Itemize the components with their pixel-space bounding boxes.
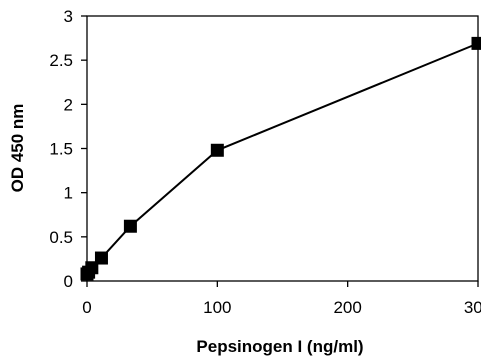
y-tick-label: 3 [64, 7, 73, 26]
y-axis-ticks: 0 0.5 1 1.5 2 2.5 3 [49, 7, 87, 291]
x-axis-title: Pepsinogen I (ng/ml) [196, 337, 363, 356]
x-tick-label: 300 [464, 298, 481, 317]
data-point-marker [471, 36, 481, 50]
plot-frame [86, 15, 479, 282]
y-tick-label: 2 [64, 95, 73, 114]
series-line [86, 42, 479, 275]
y-tick-label: 0.5 [49, 228, 73, 247]
y-tick-label: 0 [64, 272, 73, 291]
y-axis-title: OD 450 nm [8, 104, 27, 193]
x-tick-label: 100 [203, 298, 231, 317]
data-series [80, 36, 481, 281]
data-point-marker [94, 251, 108, 265]
axes [86, 15, 479, 282]
data-point-marker [210, 143, 224, 157]
y-tick-label: 1.5 [49, 140, 73, 159]
data-point-marker [123, 219, 137, 233]
y-tick-label: 2.5 [49, 51, 73, 70]
x-axis-ticks: 0 100 200 300 [82, 281, 481, 317]
y-tick-label: 1 [64, 184, 73, 203]
x-tick-label: 200 [333, 298, 361, 317]
x-tick-label: 0 [82, 298, 91, 317]
